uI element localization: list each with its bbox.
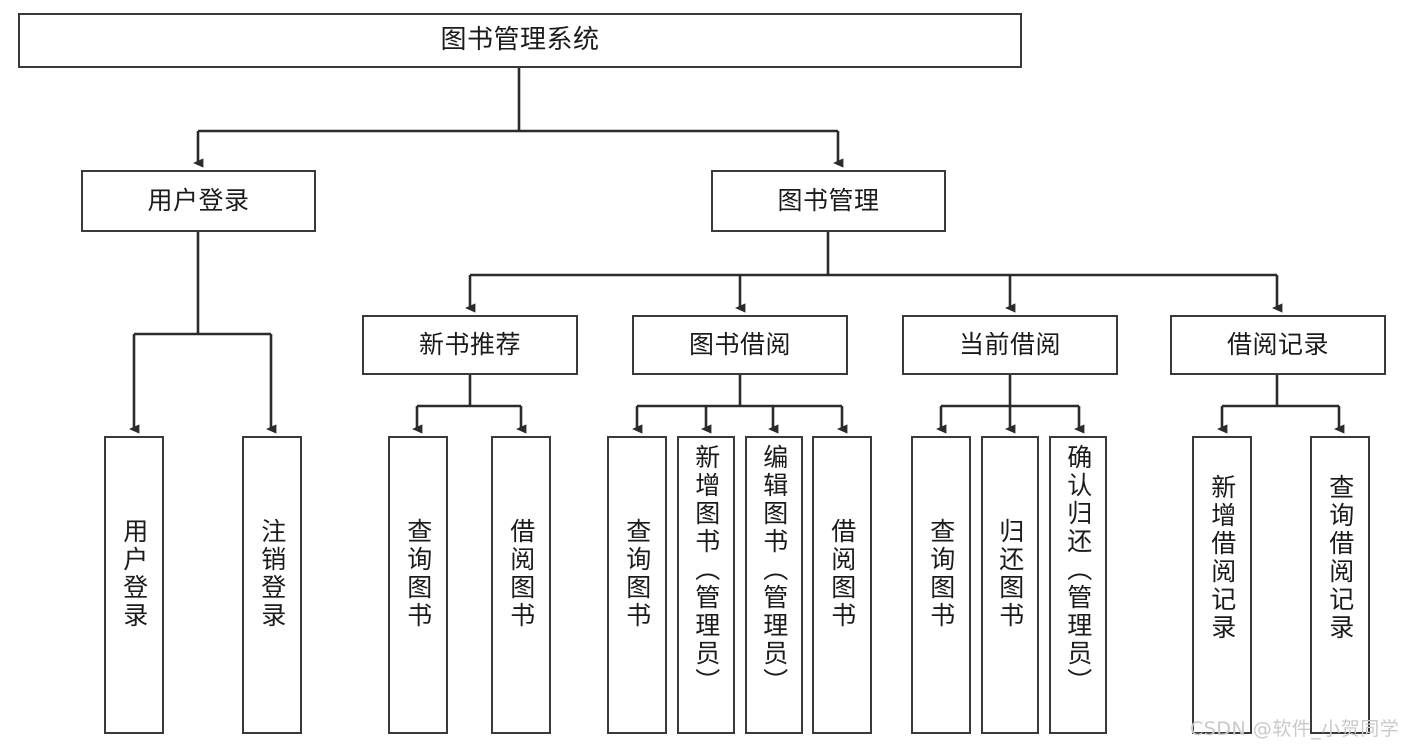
node-user-login[interactable]: 用户登录 <box>81 170 316 232</box>
node-label: 查询借阅记录 <box>1325 474 1355 642</box>
leaf-borrow-book-recommend[interactable]: 借阅图书 <box>491 436 551 734</box>
leaf-edit-book-admin[interactable]: 编辑图书（管理员） <box>745 436 803 734</box>
leaf-logout[interactable]: 注销登录 <box>242 436 302 734</box>
node-label: 确认归还（管理员） <box>1063 444 1093 696</box>
node-borrow-record[interactable]: 借阅记录 <box>1170 315 1386 375</box>
leaf-query-book-recommend[interactable]: 查询图书 <box>388 436 448 734</box>
leaf-query-borrow-record[interactable]: 查询借阅记录 <box>1310 436 1370 734</box>
node-label: 用户登录 <box>119 518 149 630</box>
node-root-book-management-system[interactable]: 图书管理系统 <box>18 13 1022 68</box>
node-label: 新增图书（管理员） <box>691 444 721 696</box>
leaf-user-login[interactable]: 用户登录 <box>104 436 164 734</box>
watermark: CSDN @软件_小贺同学 <box>1190 718 1400 740</box>
node-label: 归还图书 <box>995 518 1025 630</box>
node-label: 新增借阅记录 <box>1207 474 1237 642</box>
leaf-confirm-return-admin[interactable]: 确认归还（管理员） <box>1049 436 1107 734</box>
node-label: 查询图书 <box>403 518 433 630</box>
node-label: 图书管理系统 <box>440 25 600 56</box>
node-label: 查询图书 <box>926 518 956 630</box>
node-book-management[interactable]: 图书管理 <box>711 170 946 232</box>
node-label: 查询图书 <box>622 518 652 630</box>
leaf-borrow-book[interactable]: 借阅图书 <box>812 436 872 734</box>
leaf-add-borrow-record[interactable]: 新增借阅记录 <box>1192 436 1252 734</box>
node-label: 当前借阅 <box>958 330 1061 360</box>
node-label: 借阅图书 <box>827 518 857 630</box>
leaf-add-book-admin[interactable]: 新增图书（管理员） <box>677 436 735 734</box>
leaf-query-book-current[interactable]: 查询图书 <box>911 436 971 734</box>
node-label: 注销登录 <box>257 518 287 630</box>
node-label: 新书推荐 <box>418 330 521 360</box>
node-label: 编辑图书（管理员） <box>759 444 789 696</box>
node-new-book-recommend[interactable]: 新书推荐 <box>362 315 578 375</box>
node-current-borrow[interactable]: 当前借阅 <box>902 315 1118 375</box>
node-label: 图书管理 <box>777 186 880 216</box>
node-book-borrow[interactable]: 图书借阅 <box>632 315 848 375</box>
node-label: 图书借阅 <box>688 330 791 360</box>
leaf-return-book[interactable]: 归还图书 <box>981 436 1039 734</box>
node-label: 借阅图书 <box>506 518 536 630</box>
node-label: 借阅记录 <box>1226 330 1329 360</box>
node-label: 用户登录 <box>147 186 250 216</box>
leaf-query-book-borrow[interactable]: 查询图书 <box>607 436 667 734</box>
